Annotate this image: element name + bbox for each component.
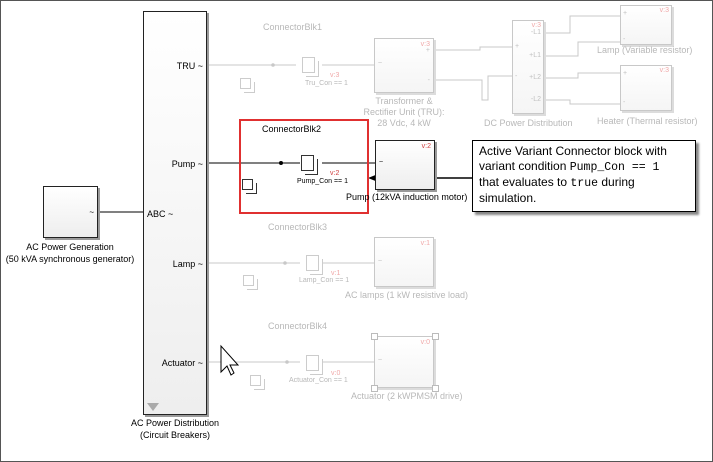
connector-2-title: ConnectorBlk2 [262, 124, 322, 134]
wire-actuator-junction [285, 360, 289, 364]
heater-version: v:3 [659, 67, 669, 74]
wire-lamp-junction [283, 261, 287, 265]
tru-version: v:3 [420, 41, 430, 48]
callout-line-3-text: that evaluates to [479, 175, 571, 189]
pump-motor-block[interactable]: v:2 ~ [375, 140, 435, 190]
connector-1-badge-icon [240, 78, 251, 89]
generator-port-glyph: ~ [89, 208, 94, 217]
tru-label-3: 28 Vdc, 4 kW [377, 118, 431, 128]
connector-3-version: v:1 [331, 270, 341, 277]
heater-label: Heater (Thermal resistor) [597, 116, 698, 126]
tru-label-1: Transformer & [375, 96, 433, 106]
dc-version: v:3 [531, 22, 541, 29]
heater-block[interactable]: v:3 + - [620, 65, 672, 111]
connector-4-badge-icon [250, 375, 261, 386]
ac-distribution-bus[interactable]: TRU ~ Pump ~ ABC ~ Lamp ~ Actuator ~ [143, 11, 207, 415]
ac-generator-block[interactable]: ~ [43, 186, 98, 238]
dc-distribution-block[interactable]: v:3 + - -L1 +L1 +L2 -L2 [512, 20, 544, 114]
bus-port-tru: TRU ~ [176, 61, 203, 71]
dc-label: DC Power Distribution [484, 118, 573, 128]
actuator-port: ~ [378, 357, 383, 364]
actuator-block[interactable]: v:0 ~ [374, 336, 434, 388]
pump-port-ac: ~ [379, 159, 384, 166]
dc-port-in-minus: - [515, 73, 518, 80]
dc-port-out-3: +L2 [529, 74, 541, 81]
mouse-cursor [220, 344, 240, 376]
callout-line-1: Active Variant Connector block with [479, 144, 667, 158]
selection-handle-tr[interactable] [432, 333, 439, 340]
connector-4-version: v:0 [331, 370, 341, 377]
wire-dc-lamp-pos [544, 41, 620, 57]
heater-port-minus: - [623, 99, 626, 106]
lamp-var-port-minus: - [623, 36, 626, 43]
wire-tru-junction [271, 63, 275, 67]
connector-3-badge-icon [243, 275, 254, 286]
annotation-callout: Active Variant Connector block with vari… [472, 140, 696, 212]
dc-port-out-1: -L1 [530, 29, 541, 36]
tru-port-ac: ~ [378, 60, 383, 67]
connector-1-icon[interactable] [302, 57, 315, 73]
generator-sublabel: (50 kVA synchronous generator) [5, 254, 135, 264]
dc-port-out-4: -L2 [530, 96, 541, 103]
bus-port-pump: Pump ~ [171, 159, 203, 169]
callout-code-true: true [570, 177, 599, 190]
dc-port-out-2: +L1 [529, 52, 541, 59]
tru-port-minus: - [427, 77, 430, 84]
wire-dc-lamp-neg [544, 15, 620, 34]
callout-line-4: simulation. [479, 191, 537, 205]
connector-3-icon[interactable] [306, 255, 319, 271]
ac-lamps-block[interactable]: v:1 ~ [374, 237, 434, 287]
ac-lamps-port: ~ [378, 258, 383, 265]
bus-port-actuator: Actuator ~ [161, 358, 203, 368]
dc-port-in-plus: + [515, 43, 520, 50]
bus-sublabel: (Circuit Breakers) [139, 430, 210, 440]
down-arrow-icon [147, 403, 159, 411]
connector-4-condition: Actuator_Con == 1 [289, 377, 348, 384]
callout-code-condition: Pump_Con == 1 [569, 161, 660, 174]
callout-line-3-tail: during [598, 175, 635, 189]
wire-tru-dc-plus [434, 46, 512, 51]
connector-1-condition: Tru_Con == 1 [305, 80, 348, 87]
selection-handle-br[interactable] [432, 385, 439, 392]
callout-line-2: variant condition Pump_Con == 1 [479, 159, 689, 175]
bus-port-abc: ABC ~ [147, 209, 174, 219]
actuator-version: v:0 [420, 339, 430, 346]
tru-label-2: Rectifier Unit (TRU): [363, 107, 445, 117]
bus-label: AC Power Distribution [130, 418, 220, 428]
bus-port-lamp: Lamp ~ [172, 259, 203, 269]
tru-port-plus: + [425, 47, 430, 54]
connector-2-icon[interactable] [301, 155, 314, 171]
tru-block[interactable]: v:3 ~ + - [374, 38, 434, 93]
wire-dc-heater-pos [544, 72, 620, 79]
connector-2-condition: Pump_Con == 1 [297, 178, 348, 185]
ac-lamps-label: AC lamps (1 kW resistive load) [345, 290, 469, 300]
generator-label: AC Power Generation [26, 242, 114, 252]
wire-pump-junction [279, 161, 283, 165]
selection-handle-tl[interactable] [371, 333, 378, 340]
connector-3-condition: Lamp_Con == 1 [299, 277, 350, 284]
connector-3-title: ConnectorBlk3 [268, 222, 328, 232]
selection-handle-bl[interactable] [371, 385, 378, 392]
lamp-var-version: v:3 [659, 7, 669, 14]
connector-2-version: v:2 [330, 170, 340, 177]
connector-4-title: ConnectorBlk4 [268, 321, 328, 331]
connector-1-version: v:3 [330, 72, 340, 79]
connector-4-icon[interactable] [306, 355, 319, 371]
callout-line-2-text: variant condition [479, 159, 570, 173]
pump-version: v:2 [421, 143, 431, 150]
pump-label: Pump (12kVA induction motor) [346, 192, 468, 202]
actuator-label: Actuator (2 kWPMSM drive) [351, 391, 463, 401]
connector-2-badge-icon [242, 179, 253, 190]
lamp-variable-block[interactable]: v:3 + - [620, 5, 672, 45]
heater-port-plus: + [623, 70, 628, 77]
lamp-var-label: Lamp (Variable resistor) [597, 45, 693, 55]
callout-line-3: that evaluates to true during [479, 175, 689, 191]
lamp-var-port-plus: + [623, 10, 628, 17]
wire-tru-dc-minus [434, 75, 512, 101]
connector-1-title: ConnectorBlk1 [263, 22, 323, 32]
ac-lamps-version: v:1 [420, 240, 430, 247]
wire-dc-heater-neg [544, 99, 620, 105]
active-connector-highlight [239, 119, 369, 214]
